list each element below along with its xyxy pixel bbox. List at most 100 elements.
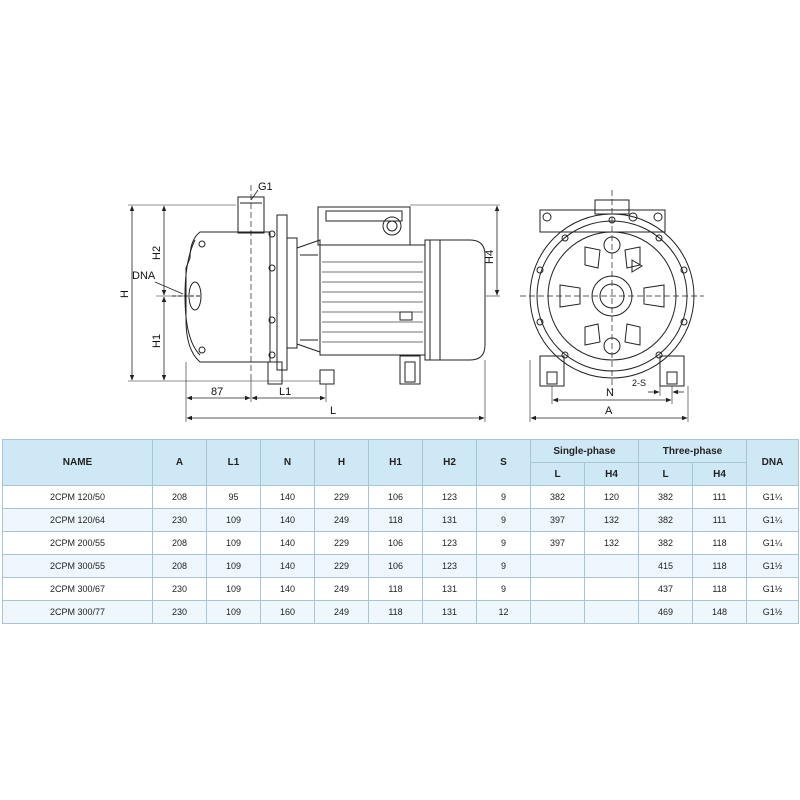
cell-h1: 106 [368,531,423,555]
header-h1: H1 [368,439,423,486]
header-l1: L1 [206,439,261,486]
cell-dna: G1¼ [746,485,799,509]
label-h1: H1 [151,334,163,348]
front-view [520,190,704,422]
side-view [128,185,500,422]
cell-single-phase-l: 397 [530,531,585,555]
header-h: H [314,439,369,486]
front-foot-right [659,355,685,387]
cell-a: 208 [152,554,207,578]
cell-s: 9 [476,554,531,578]
cell-l1: 109 [206,554,261,578]
header-three-phase-h4: H4 [692,462,747,486]
table-row: 2CPM 300/67 230 109 140 249 118 131 9 43… [2,577,799,601]
cell-a: 230 [152,600,207,624]
table-row: 2CPM 200/55 208 109 140 229 106 123 9 39… [2,531,799,555]
cell-single-phase-h4 [584,600,639,624]
table-row: 2CPM 300/55 208 109 140 229 106 123 9 41… [2,554,799,578]
cell-h1: 118 [368,508,423,532]
cell-dna: G1¼ [746,531,799,555]
pump-technical-drawing: G1 H2 H DNA H1 H4 87 L1 L [119,181,704,422]
cell-s: 9 [476,485,531,509]
cell-single-phase-h4: 132 [584,531,639,555]
cell-n: 140 [260,577,315,601]
cell-h2: 123 [422,554,477,578]
cell-a: 208 [152,531,207,555]
cell-three-phase-l: 469 [638,600,693,624]
cell-three-phase-h4: 118 [692,554,747,578]
header-s: S [476,439,531,486]
cell-three-phase-l: 382 [638,485,693,509]
cell-three-phase-h4: 111 [692,508,747,532]
cell-three-phase-h4: 118 [692,577,747,601]
label-h4: H4 [484,250,496,264]
header-dna: DNA [746,439,799,486]
cell-dna: G1½ [746,577,799,601]
cell-h: 249 [314,577,369,601]
label-87: 87 [211,386,223,398]
label-h2: H2 [151,246,163,260]
cell-single-phase-l: 397 [530,508,585,532]
header-n: N [260,439,315,486]
cell-h2: 123 [422,531,477,555]
label-dna: DNA [132,270,156,282]
motor-fan-cover [424,239,486,361]
cell-three-phase-h4: 118 [692,531,747,555]
pump-housing [185,231,271,363]
cell-l1: 109 [206,508,261,532]
cell-name: 2CPM 120/64 [2,508,153,532]
cell-n: 140 [260,508,315,532]
cell-n: 140 [260,531,315,555]
cell-h: 229 [314,554,369,578]
cell-single-phase-h4: 132 [584,508,639,532]
label-n: N [606,387,614,399]
label-2s: 2-S [632,378,646,388]
cell-dna: G1½ [746,600,799,624]
header-h2: H2 [422,439,477,486]
cell-name: 2CPM 300/77 [2,600,153,624]
suction-inlet [188,281,202,311]
cell-three-phase-h4: 111 [692,485,747,509]
header-single-phase-l: L [530,462,585,486]
label-g1: G1 [258,181,273,193]
cell-h1: 106 [368,554,423,578]
cell-l1: 109 [206,600,261,624]
label-l1: L1 [279,386,291,398]
cell-h: 229 [314,485,369,509]
front-foot-left [539,355,565,387]
cell-h1: 118 [368,577,423,601]
cell-a: 208 [152,485,207,509]
cell-h2: 131 [422,577,477,601]
bracket-flange [276,214,288,371]
table-row: 2CPM 120/64 230 109 140 249 118 131 9 39… [2,508,799,532]
cell-s: 9 [476,531,531,555]
front-view-dimensions [530,389,688,421]
cell-n: 160 [260,600,315,624]
cell-three-phase-l: 415 [638,554,693,578]
terminal-box [317,206,411,246]
cell-h: 229 [314,531,369,555]
cell-single-phase-l [530,554,585,578]
cell-h2: 123 [422,485,477,509]
cell-h2: 131 [422,600,477,624]
header-three-phase: Three-phase [638,439,747,463]
cell-dna: G1½ [746,554,799,578]
specifications-table: NAME A L1 N H H1 H2 S Single-phase Three… [2,439,799,624]
label-l: L [330,405,336,417]
cell-a: 230 [152,508,207,532]
cell-single-phase-h4: 120 [584,485,639,509]
cell-three-phase-l: 437 [638,577,693,601]
cell-three-phase-l: 382 [638,531,693,555]
cell-s: 9 [476,577,531,601]
label-h: H [119,290,131,298]
table-row: 2CPM 120/50 208 95 140 229 106 123 9 382… [2,485,799,509]
label-a: A [605,405,613,417]
cell-h1: 106 [368,485,423,509]
base-foot [319,369,335,385]
cell-name: 2CPM 300/67 [2,577,153,601]
cell-three-phase-h4: 148 [692,600,747,624]
cell-name: 2CPM 200/55 [2,531,153,555]
cell-l1: 109 [206,531,261,555]
cell-single-phase-l: 382 [530,485,585,509]
header-three-phase-l: L [638,462,693,486]
